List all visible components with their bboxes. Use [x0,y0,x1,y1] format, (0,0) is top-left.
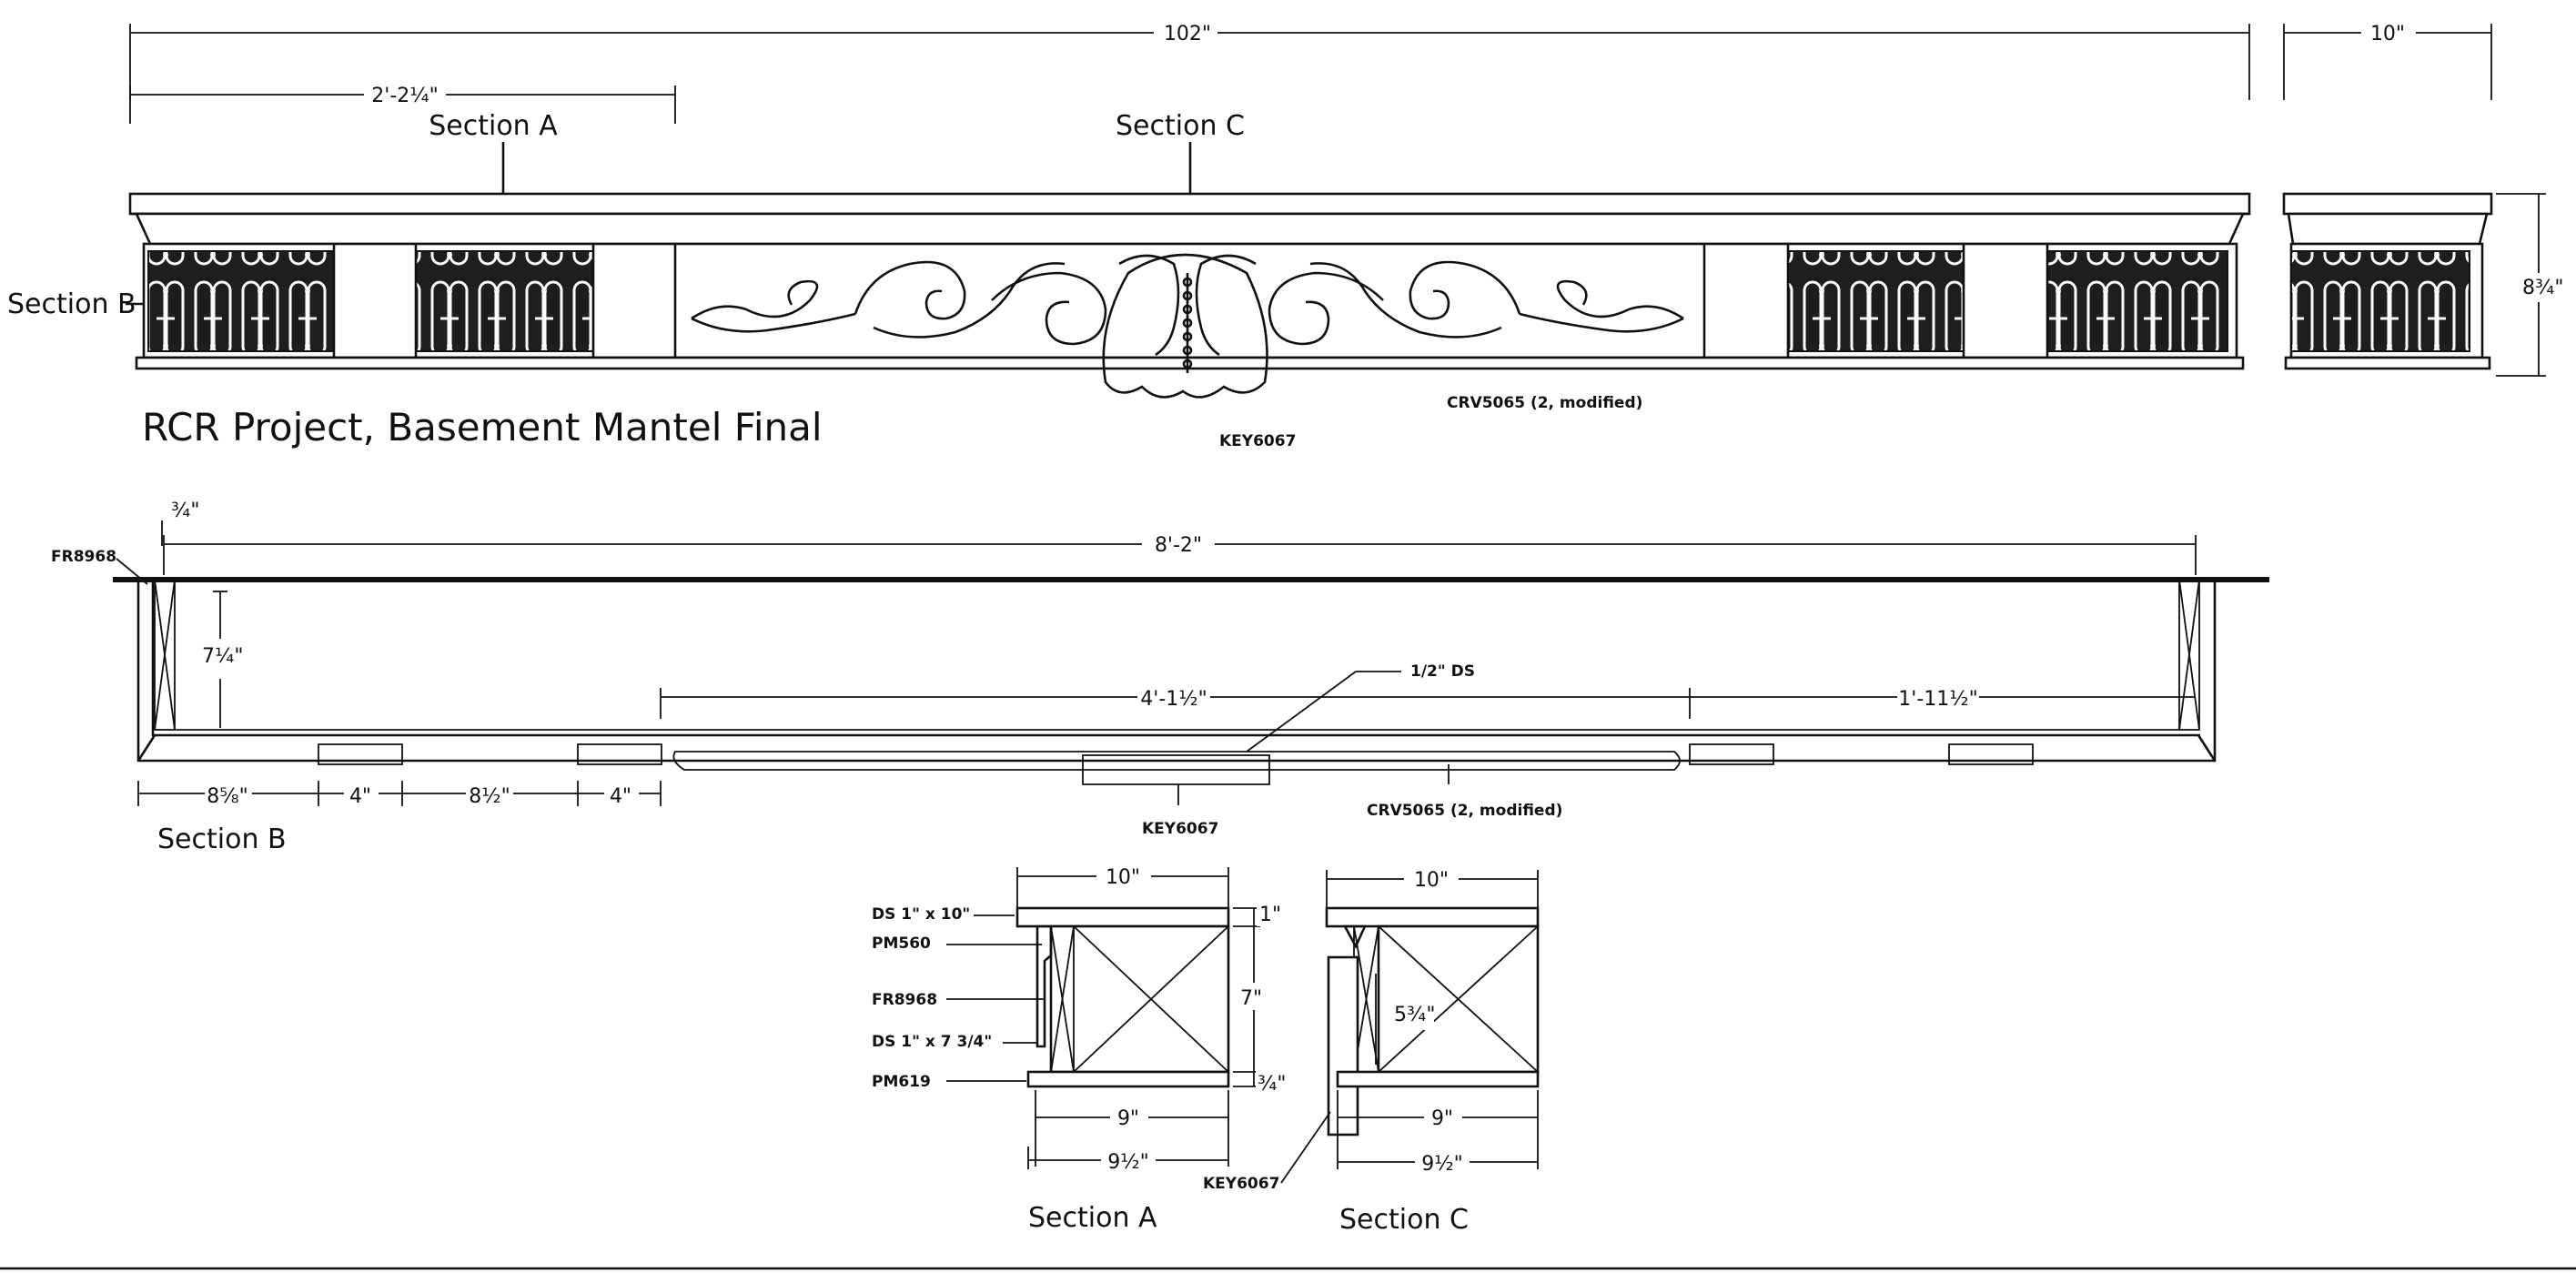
plan-section-label: Section B [157,823,287,855]
plan-key-block [1082,754,1270,785]
plan-key-label: KEY6067 [1142,820,1218,838]
section-a-top-width: 10" [1106,866,1140,889]
plan-return-edge: ¾" [171,500,199,522]
front-elevation: 102" 10" 2'-2¼" Section A Section C Sect… [7,16,2574,450]
section-c-key-label: KEY6067 [1203,1175,1279,1193]
return-depth-label: 10" [2370,23,2405,45]
scroll-carving [691,253,1684,399]
callout-pm619: PM619 [872,1073,931,1091]
plan-dim-4: 4" [610,785,631,808]
fretwork-panel [1787,250,1965,352]
plan-center-run: 4'-1½" [1140,688,1207,711]
plan-block [577,743,662,765]
section-a-detail: 10" DS 1" x 10" PM560 FR8968 DS 1" x 7 3… [872,861,1290,1234]
return-depth-dimension: 10" [2283,16,2492,100]
section-a-dim-bottom: ¾" [1258,1073,1286,1096]
section-c-label: Section C [1116,110,1245,142]
callout-ds-1x10: DS 1" x 10" [872,905,970,924]
fretwork-panel [147,250,335,352]
section-c-detail: 10" 5¾" 9" 9½" KEY6067 Section C [1203,864,1540,1236]
section-a-dim-inner: 9" [1117,1107,1139,1130]
plan-ds-label: 1/2" DS [1410,662,1475,681]
plan-depth: 7¼" [202,645,243,668]
key-label: KEY6067 [1219,432,1296,450]
carving-label: CRV5065 (2, modified) [1447,394,1642,412]
section-c-top-width: 10" [1414,869,1449,892]
section-a-title: Section A [1028,1202,1157,1234]
plan-dim-2: 4" [349,785,371,808]
plan-overall-length: 8'-2" [1155,534,1202,557]
plan-block [1948,743,2034,765]
overall-width-label: 102" [1164,23,1211,45]
section-c-dim-inner: 9" [1431,1107,1453,1130]
section-a-callouts: DS 1" x 10" PM560 FR8968 DS 1" x 7 3/4" … [872,905,1045,1091]
section-c-title: Section C [1339,1204,1469,1236]
callout-fr8968: FR8968 [872,991,937,1009]
section-a-dim-height: 7" [1240,987,1262,1010]
fretwork-panel [2290,250,2470,352]
plan-block [318,743,403,765]
section-a-label: Section A [429,110,558,142]
mantel-elevation-body [128,192,2251,370]
section-a-dim-outer: 9½" [1107,1151,1148,1174]
callout-pm560: PM560 [872,935,931,953]
height-label: 8¾" [2522,277,2563,299]
overall-width-dimension: 102" [129,16,2250,100]
callout-ds-1x7: DS 1" x 7 3/4" [872,1033,992,1051]
plan-fr-label: FR8968 [51,548,116,566]
fretwork-panel [415,250,594,352]
plan-block [1689,743,1774,765]
section-a-offset-label: 2'-2¼" [371,85,438,107]
plan-carving-label: CRV5065 (2, modified) [1367,802,1562,820]
section-a-offset-dimension: 2'-2¼" [129,80,676,124]
section-c-key-block [1327,955,1359,1137]
plan-dim-1: 8⅝" [207,785,247,808]
drawing-title: RCR Project, Basement Mantel Final [142,405,823,450]
section-c-dim-height: 5¾" [1394,1004,1435,1026]
plan-dim-3: 8½" [469,785,510,808]
section-a-dim-top: 1" [1259,904,1281,926]
section-b-label: Section B [7,288,136,320]
plan-right-run: 1'-11½" [1898,688,1977,711]
height-dimension: 8¾" [2496,193,2574,377]
section-c-dim-outer: 9½" [1421,1153,1462,1176]
fretwork-panel [2046,250,2228,352]
return-elevation [2282,192,2493,370]
plan-view: 8'-2" ¾" FR8968 7¼" 4'-1½" [51,500,2269,855]
